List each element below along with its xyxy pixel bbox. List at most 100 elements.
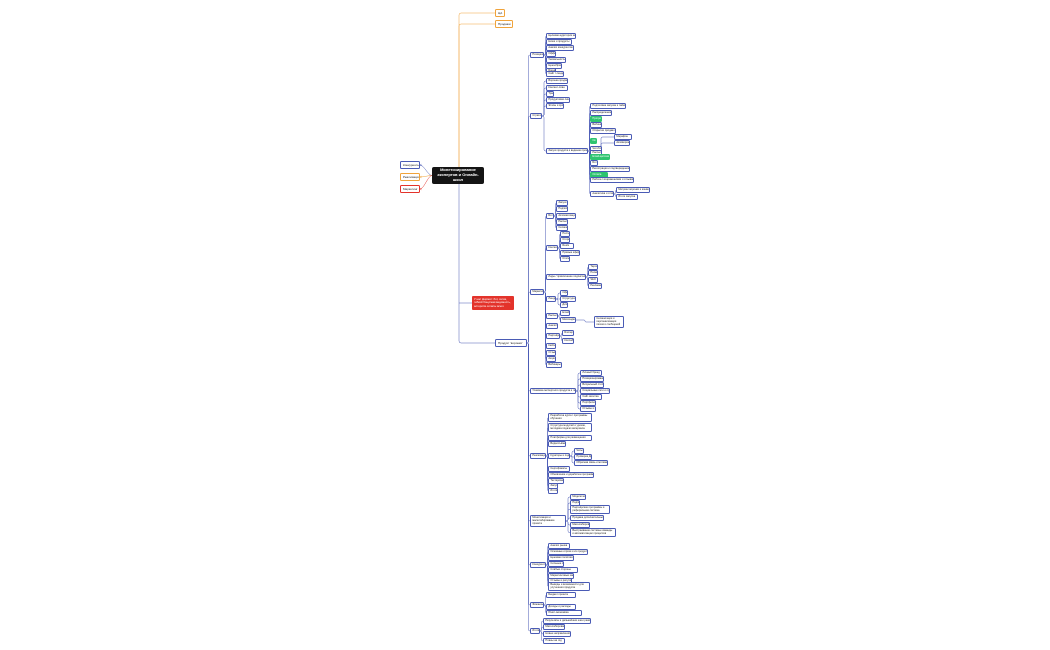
node-f1[interactable]: Модели монетизации — [570, 494, 586, 500]
node-e5-2[interactable]: Проверка ДЗ — [574, 454, 592, 460]
node-c4-3[interactable]: Дизайн — [560, 302, 568, 308]
node-n6[interactable]: Продукт 'воронки' — [495, 339, 527, 347]
node-g8[interactable]: Выводы и возможности для улучшения проду… — [548, 582, 590, 591]
node-i4[interactable]: Планы на год — [543, 638, 565, 644]
node-e2[interactable]: Структура модулей и уроков, методика под… — [548, 423, 592, 432]
node-b1-3[interactable]: Вебинары — [590, 122, 602, 128]
node-a2-3[interactable]: Трафик — [546, 91, 554, 97]
node-h2[interactable]: Доходы и расходы — [546, 604, 576, 610]
node-b1-5[interactable]: Марафон — [614, 134, 632, 140]
node-n3[interactable]: Конкуренты — [400, 161, 420, 169]
node-c2[interactable]: Контент — [546, 245, 558, 251]
node-g3[interactable]: Ценовая политика — [548, 555, 574, 561]
node-c2-2[interactable]: Сторис — [560, 237, 570, 243]
node-c5-2-1[interactable]: Сегментация и персонализация писем и соо… — [594, 316, 624, 328]
node-e3[interactable]: Платформа для размещения — [548, 435, 592, 441]
node-g2[interactable]: Основные игроки и их продукты — [548, 549, 588, 555]
node-n4[interactable]: Реализация — [400, 173, 420, 181]
node-d[interactable]: Упаковка экспертного продукта и личного … — [530, 388, 576, 394]
node-a1-4[interactable]: Оффер — [546, 51, 556, 57]
node-a1-5[interactable]: Уникальность — [546, 57, 566, 63]
node-f3[interactable]: Партнёрские программы и реферальная сист… — [570, 505, 610, 514]
node-b1-11[interactable]: Работа с возражениями и отзывами клиенто… — [590, 177, 634, 183]
node-b1-g1[interactable]: Прогрев — [590, 116, 602, 122]
node-d7[interactable]: Отзывы и кейсы — [580, 406, 596, 412]
node-c3-1[interactable]: Таргет — [588, 264, 598, 270]
node-c10[interactable]: Акции — [546, 356, 556, 362]
node-c2-1[interactable]: Посты — [560, 231, 570, 237]
node-b1-g3[interactable]: Email-цепочка — [590, 154, 610, 160]
node-e[interactable]: Реализация — [530, 453, 546, 459]
node-b1-10[interactable]: Регистрация и подтверждение записи — [590, 166, 630, 172]
node-c8[interactable]: Кейсы — [546, 343, 556, 349]
node-c1-5[interactable]: Сегменты — [556, 225, 568, 231]
node-c7-1[interactable]: Блогеры — [562, 330, 574, 336]
node-c4-2[interactable]: Структура — [560, 296, 576, 302]
node-i1[interactable]: Результаты и дальнейшие шаги развития — [543, 618, 591, 624]
node-n2[interactable]: Продажи — [495, 20, 513, 28]
node-c3-2[interactable]: Посевы — [588, 270, 598, 276]
node-g[interactable]: Конкуренты — [530, 562, 546, 568]
root-node[interactable]: Монетизирование экспертов и Онлайн-школ — [432, 167, 484, 185]
node-e5[interactable]: Кураторы и поддержка — [548, 453, 570, 459]
node-c7-2[interactable]: Коллаборации — [562, 338, 574, 344]
node-g4[interactable]: Сильные стороны — [548, 561, 564, 567]
node-c[interactable]: Маркетинг — [530, 289, 544, 295]
node-b1-g2[interactable]: Ок — [590, 138, 597, 144]
node-b1-4[interactable]: Открытие продаж и дедлайны — [590, 128, 616, 134]
node-n5[interactable]: Маркетинг — [400, 185, 420, 193]
node-c5-1[interactable]: Email — [560, 310, 570, 316]
node-c11[interactable]: Вебинары — [546, 362, 562, 368]
node-c1[interactable]: Бот — [546, 213, 554, 219]
node-b1-13[interactable]: Метрики воронки и конверсии — [616, 187, 650, 193]
node-a2[interactable]: Стратегия — [530, 113, 542, 119]
node-e1[interactable]: Разработка курса / программы обучения — [548, 413, 592, 422]
node-a2-1[interactable]: Воронка продаж — [546, 78, 568, 84]
node-f4[interactable]: Продажа дополнительных услуг — [570, 515, 604, 521]
node-g5[interactable]: Слабые стороны — [548, 567, 578, 573]
node-n1[interactable]: ЦА — [495, 9, 505, 17]
node-b1-2[interactable]: Распределение задач — [590, 110, 612, 116]
node-c9[interactable]: Отзывы — [546, 350, 556, 356]
node-c1-1[interactable]: Запуск — [556, 200, 568, 206]
node-e5-3[interactable]: Обратная связь и мотивация — [574, 460, 608, 466]
node-a1-3[interactable]: Анализ конкурентов — [546, 45, 574, 51]
node-h1[interactable]: Бюджет проекта — [546, 592, 576, 598]
node-e7[interactable]: Обновление и доработка программы курса — [548, 472, 594, 478]
node-f5[interactable]: Масштабирование — [570, 522, 590, 528]
node-b1-9[interactable]: Бот — [590, 160, 598, 166]
node-e6[interactable]: Сертификаты — [548, 466, 570, 472]
node-b1-1[interactable]: Подготовка запуска и тайминг проекта — [590, 103, 626, 109]
node-d2[interactable]: Позиционирование — [580, 376, 604, 382]
node-c7[interactable]: Партнёрства — [546, 333, 560, 339]
node-i[interactable]: Итоги — [530, 628, 540, 634]
node-b1-6[interactable]: Автоворонка — [614, 140, 630, 146]
node-c2-3[interactable]: Reels — [560, 243, 574, 249]
node-c3-4[interactable]: Реклама — [588, 283, 602, 289]
node-d3[interactable]: Визуальный стиль — [580, 382, 604, 388]
node-c4-1[interactable]: Оффер — [560, 290, 568, 296]
node-f[interactable]: Монетизация и масштабирование проекта — [530, 515, 566, 527]
node-c3-3[interactable]: SEO — [588, 277, 598, 283]
node-b1[interactable]: Запуск продукта и ведение проекта — [546, 148, 588, 154]
node-a1-2[interactable]: Ниши и продукты — [546, 39, 572, 45]
node-i2[interactable]: Масштабирование — [543, 624, 565, 630]
node-b1-12[interactable]: Аналитика и отчётность — [590, 191, 614, 197]
node-c1-4[interactable]: Рассылка — [556, 219, 568, 225]
node-a1-8[interactable]: Сайт / лендинг — [546, 71, 564, 77]
node-d6[interactable]: Портфолио — [580, 400, 596, 406]
node-c6[interactable]: Аналитика — [546, 323, 558, 329]
node-e4[interactable]: Видеосъёмка — [548, 441, 566, 447]
note-callout[interactable]: У нас формат: бот, сетка, гибкий бонусна… — [472, 296, 514, 310]
node-a2-5[interactable]: Этапы и сроки — [546, 103, 564, 109]
node-e10[interactable]: Итоги — [548, 488, 558, 494]
node-f6[interactable]: Выстраивание системы команды и автоматиз… — [570, 528, 616, 537]
node-a1-1[interactable]: Целевая аудитория экспертов — [546, 33, 576, 39]
node-c3[interactable]: Лиды / привлечение подписчиков — [546, 274, 586, 280]
node-a2-4[interactable]: Продуктовая линейка — [546, 97, 570, 103]
node-a2-2[interactable]: Контент-план — [546, 85, 568, 91]
node-g1[interactable]: Анализ рынка — [548, 543, 570, 549]
node-c2-5[interactable]: Статьи — [560, 256, 570, 262]
node-c2-4[interactable]: Прямые эфиры — [560, 250, 580, 256]
node-c5-2[interactable]: Мессенджеры — [560, 317, 576, 323]
